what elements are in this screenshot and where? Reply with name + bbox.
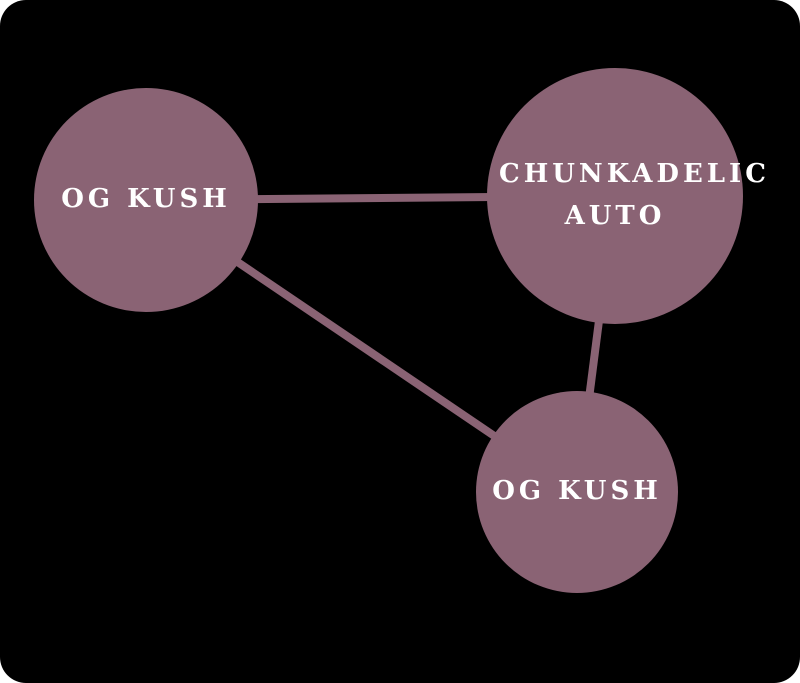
graph-node-og-kush-left[interactable]: OG KUSH — [34, 88, 258, 312]
graph-node-og-kush-bottom[interactable]: OG KUSH — [476, 391, 678, 593]
graph-node-chunkadelic-auto[interactable]: CHUNKADELIC AUTO — [487, 68, 770, 324]
node-label: OG KUSH — [61, 184, 231, 215]
node-label: OG KUSH — [492, 476, 662, 507]
node-label: CHUNKADELIC AUTO — [499, 159, 770, 231]
